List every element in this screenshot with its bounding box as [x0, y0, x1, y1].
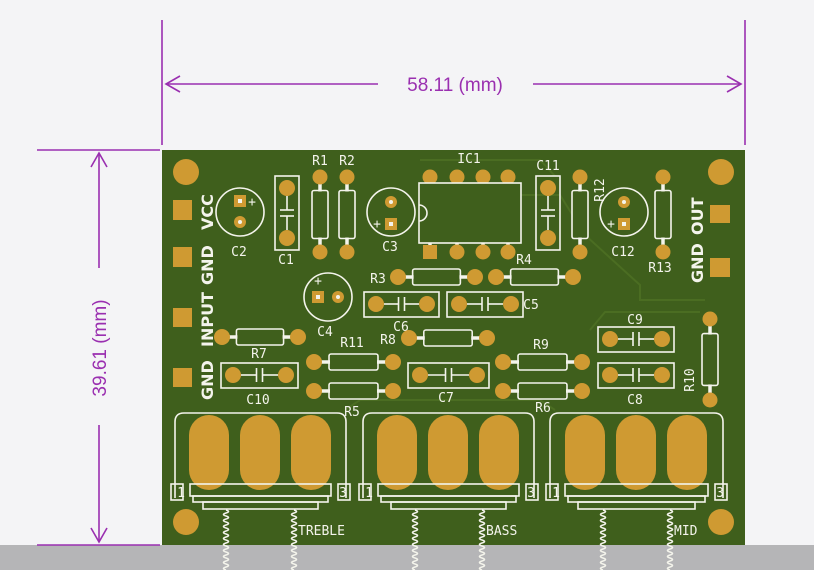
spring-lead	[290, 509, 298, 570]
component-label: R10	[683, 368, 698, 391]
connector-pads	[173, 200, 730, 387]
spring-lead	[411, 509, 419, 570]
label-input: INPUT	[198, 292, 217, 347]
component-label: C11	[536, 159, 559, 174]
polarity-mark: +	[607, 217, 615, 232]
component-label: C10	[246, 393, 269, 408]
component-label: R7	[251, 347, 267, 362]
resistor-r12: R12	[571, 169, 608, 260]
component-label: C7	[438, 391, 454, 406]
capacitor-c7: C7	[407, 362, 490, 406]
width-label: 58.11 (mm)	[407, 75, 503, 96]
capacitor-c1: C1	[274, 175, 300, 268]
component-label: R2	[339, 154, 355, 169]
component-label: IC1	[457, 152, 480, 167]
capacitor-c9: C9	[597, 313, 675, 353]
polarity-mark: +	[248, 195, 256, 210]
capacitor-c8: C8	[597, 362, 675, 408]
capacitor-c10: C10	[220, 362, 299, 408]
component-label: R5	[344, 405, 360, 420]
polarity-mark: +	[314, 274, 322, 289]
capacitor-c3: +C3	[366, 187, 416, 255]
component-label: C12	[611, 245, 634, 260]
spring-lead	[666, 509, 674, 570]
background-floor	[0, 545, 814, 570]
component-label: R8	[380, 333, 396, 348]
capacitor-c12: + C12	[599, 187, 649, 260]
height-label: 39.61 (mm)	[90, 299, 111, 396]
pin3-label: 3	[339, 486, 347, 501]
component-label: R12	[593, 178, 608, 201]
component-label: C2	[231, 245, 247, 260]
spring-lead	[599, 509, 607, 570]
pin1-label: 1	[365, 486, 373, 501]
component-label: R13	[648, 261, 671, 276]
capacitor-c11: C11	[535, 159, 561, 251]
ic1-dip8: IC1	[418, 152, 522, 260]
label-gnd-input: GND	[198, 245, 217, 285]
capacitor-c4: + C4	[303, 272, 353, 340]
pot-label: MID	[674, 524, 698, 539]
pin1-label: 1	[552, 486, 560, 501]
resistor-r11: R11	[306, 336, 401, 371]
capacitor-c5: C5	[446, 291, 539, 318]
traces	[344, 159, 705, 411]
label-gnd-out: GND	[688, 243, 707, 283]
component-label: R3	[370, 272, 386, 287]
label-gnd: GND	[198, 360, 217, 400]
label-out: OUT	[688, 197, 707, 235]
resistor-r4: R4	[488, 253, 581, 286]
component-label: R1	[312, 154, 328, 169]
resistor-r3: R3	[370, 268, 483, 287]
component-label: R11	[340, 336, 363, 351]
pin1-label: 1	[177, 486, 185, 501]
resistor-r5: R5	[306, 382, 401, 420]
resistor-r7: R7	[214, 328, 306, 362]
component-label: C1	[278, 253, 294, 268]
component-label: C4	[317, 325, 333, 340]
pot-label: BASS	[486, 524, 517, 539]
component-label: C3	[382, 240, 398, 255]
resistor-r2: R2	[338, 154, 356, 260]
resistor-r6: R6	[495, 382, 590, 416]
polarity-mark: +	[373, 217, 381, 232]
component-label: R9	[533, 338, 549, 353]
resistor-r8: R8	[380, 329, 495, 348]
capacitor-c2: + C2	[215, 187, 265, 260]
pin3-label: 3	[716, 486, 724, 501]
label-vcc: VCC	[198, 194, 217, 230]
resistor-r10: R10	[683, 311, 719, 408]
resistor-r13: R13	[648, 169, 672, 276]
pin3-label: 3	[527, 486, 535, 501]
component-label: R4	[516, 253, 532, 268]
pot-label: TREBLE	[298, 524, 345, 539]
width-dimension: 58.11 (mm)	[161, 20, 746, 145]
mounting-holes	[173, 159, 734, 535]
resistor-r1: R1	[311, 154, 329, 260]
component-label: C8	[627, 393, 643, 408]
component-label: R6	[535, 401, 551, 416]
component-label: C9	[627, 313, 643, 328]
resistor-r9: R9	[495, 338, 590, 371]
spring-lead	[478, 509, 486, 570]
height-dimension: 39.61 (mm)	[37, 149, 160, 546]
component-label: C5	[523, 298, 539, 313]
spring-lead	[222, 509, 230, 570]
